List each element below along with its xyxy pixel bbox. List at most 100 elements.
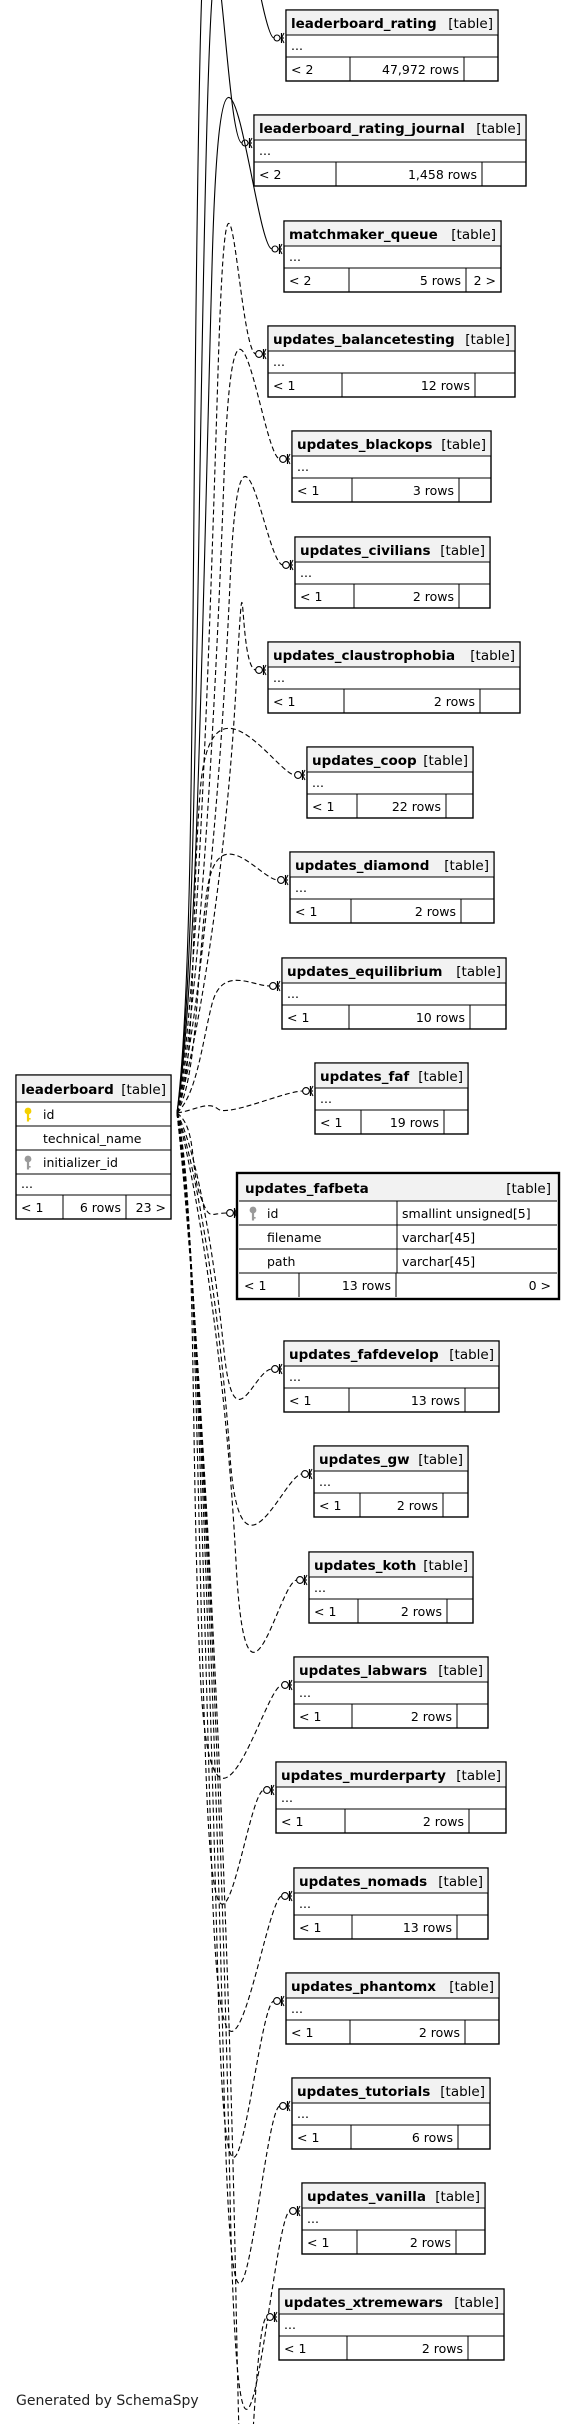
table-kind: [table] <box>441 437 486 453</box>
zero-or-many-marker <box>282 561 290 569</box>
table-name: updates_phantomx <box>291 1979 436 1995</box>
parents-count: < 1 <box>244 1278 266 1293</box>
crow-foot-marker <box>281 1995 285 2002</box>
table-box-leaderboard: leaderboard[table]idtechnical_nameinitia… <box>15 1074 172 1220</box>
optional-marker <box>271 245 279 253</box>
row-count: 2 rows <box>434 694 475 709</box>
table-header-fill <box>279 2289 504 2314</box>
row-count: 2 rows <box>411 1709 452 1724</box>
parents-count: < 1 <box>314 1604 336 1619</box>
crow-foot-marker <box>309 1473 313 1480</box>
relationship-line <box>176 853 279 1114</box>
table-kind: [table] <box>449 1347 494 1363</box>
row-count: 2 rows <box>413 589 454 604</box>
crow-foot-marker <box>302 769 306 776</box>
parents-count: < 1 <box>287 1010 309 1025</box>
table-kind: [table] <box>444 858 489 874</box>
crow-foot-marker <box>274 2316 278 2323</box>
zero-or-many-marker <box>294 771 302 779</box>
footer-text: Generated by SchemaSpy <box>16 2393 199 2409</box>
table-header-fill <box>286 1973 499 1998</box>
parents-count: < 1 <box>281 1814 303 1829</box>
table-name: updates_murderparty <box>281 1768 446 1784</box>
table-name: leaderboard <box>21 1082 114 1098</box>
parents-count: < 1 <box>299 1709 321 1724</box>
table-header-fill <box>16 1075 171 1102</box>
parents-count: < 1 <box>297 2130 319 2145</box>
crow-foot-marker <box>263 353 267 360</box>
table-header-fill <box>315 1063 468 1088</box>
crow-foot-marker <box>249 137 253 144</box>
row-count: 5 rows <box>420 273 461 288</box>
table-header-fill <box>284 1341 499 1366</box>
table-name: updates_faf <box>320 1069 409 1085</box>
table-name: updates_koth <box>314 1558 416 1574</box>
row-count: 2 rows <box>415 904 456 919</box>
crow-foot-marker <box>309 1468 313 1475</box>
table-kind: [table] <box>438 1874 483 1890</box>
table-ellipsis: ... <box>295 880 307 895</box>
parents-count: < 1 <box>21 1200 43 1215</box>
relationship-line <box>176 727 296 1114</box>
crow-foot-marker <box>277 985 281 992</box>
crow-foot-marker <box>289 1679 293 1686</box>
table-ellipsis: ... <box>319 1474 331 1489</box>
crow-foot-marker <box>281 32 285 39</box>
crow-foot-marker <box>274 2311 278 2318</box>
parents-count: < 1 <box>299 1920 321 1935</box>
table-kind: [table] <box>423 753 468 769</box>
table-name: updates_balancetesting <box>273 332 455 348</box>
crow-foot-marker <box>281 2000 285 2007</box>
table-kind: [table] <box>418 1452 463 1468</box>
table-ellipsis: ... <box>273 354 285 369</box>
table-header-fill <box>302 2183 485 2208</box>
zero-or-many-marker <box>279 455 287 463</box>
row-count: 3 rows <box>413 483 454 498</box>
relationship-line <box>176 0 243 1114</box>
table-header-fill <box>239 1175 557 1201</box>
table-ellipsis: ... <box>297 459 309 474</box>
relationship-line <box>176 0 275 1114</box>
relationship-line <box>176 1090 304 1114</box>
table-name: updates_tutorials <box>297 2084 430 2100</box>
crow-foot-marker <box>287 2105 291 2112</box>
row-count: 13 rows <box>411 1393 460 1408</box>
column-name: technical_name <box>43 1131 142 1146</box>
table-header-fill <box>314 1446 468 1471</box>
zero-or-many-marker <box>281 1892 289 1900</box>
row-count: 13 rows <box>403 1920 452 1935</box>
table-kind: [table] <box>440 543 485 559</box>
table-ellipsis: ... <box>307 2211 319 2226</box>
table-header-fill <box>290 852 494 877</box>
table-header-fill <box>268 326 515 351</box>
table-kind: [table] <box>476 121 521 137</box>
crow-foot-marker <box>289 1684 293 1691</box>
parents-count: < 1 <box>273 378 295 393</box>
zero-or-many-marker <box>271 1365 279 1373</box>
table-ellipsis: ... <box>259 143 271 158</box>
children-count: 23 > <box>136 1200 166 1215</box>
parents-count: < 1 <box>295 904 317 919</box>
crow-foot-marker <box>271 1784 275 1791</box>
parents-count: < 1 <box>284 2341 306 2356</box>
crow-foot-marker <box>287 2100 291 2107</box>
crow-foot-marker <box>271 1789 275 1796</box>
parents-count: < 1 <box>300 589 322 604</box>
relationship-line <box>176 1112 291 2410</box>
row-count: 2 rows <box>397 1498 438 1513</box>
zero-or-many-marker <box>301 1470 309 1478</box>
row-count: 19 rows <box>390 1115 439 1130</box>
table-header-fill <box>284 221 501 246</box>
parents-count: < 2 <box>259 167 281 182</box>
table-kind: [table] <box>121 1082 166 1098</box>
